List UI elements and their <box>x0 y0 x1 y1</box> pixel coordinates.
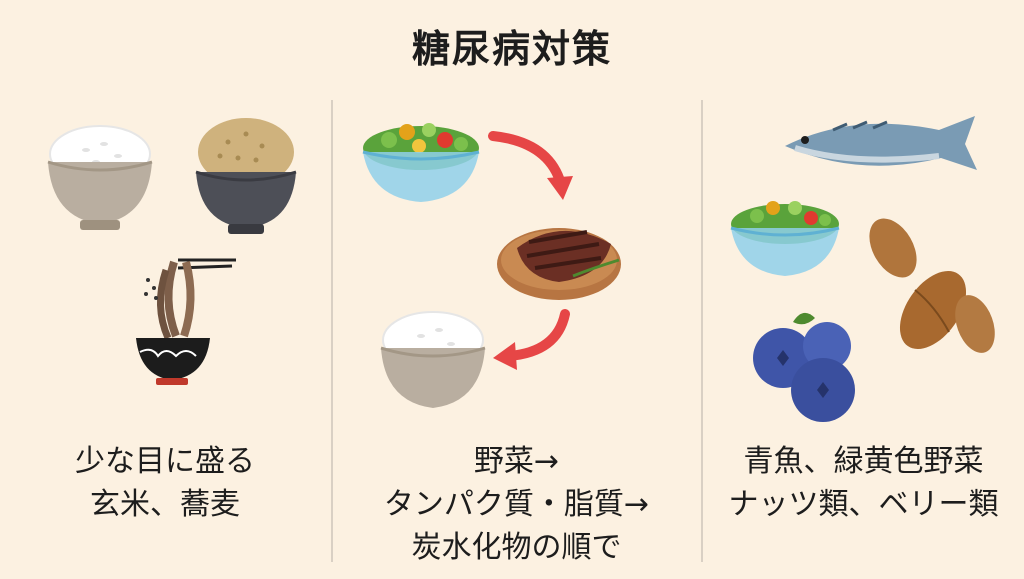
column-eating-order: 野菜→ タンパク質・脂質→ 炭水化物の順で <box>333 100 700 570</box>
white-rice-bowl-icon <box>47 125 153 230</box>
column-divider-2 <box>701 100 703 562</box>
column-3-illustrations <box>730 116 995 422</box>
column-divider-1 <box>331 100 333 562</box>
blueberry-icon <box>753 312 855 422</box>
column-3-caption: 青魚、緑黄色野菜 ナッツ類、ベリー類 <box>703 440 1024 526</box>
caption-line: タンパク質・脂質→ <box>383 487 650 522</box>
mackerel-fish-icon <box>785 116 977 170</box>
caption-line: 炭水化物の順で <box>411 530 622 565</box>
caption-line: 野菜→ <box>473 444 560 479</box>
column-1-illustrations <box>47 118 297 385</box>
salad-bowl-icon <box>362 123 480 202</box>
column-portion-control: 少な目に盛る 玄米、蕎麦 <box>0 100 330 570</box>
soba-noodle-bowl-icon <box>136 258 236 385</box>
rice-bowl-icon <box>380 311 486 408</box>
caption-line: 少な目に盛る <box>75 444 255 479</box>
caption-line: 玄米、蕎麦 <box>90 487 240 522</box>
page-title: 糖尿病対策 <box>411 27 612 71</box>
caption-line: 青魚、緑黄色野菜 <box>743 444 984 479</box>
column-2-caption: 野菜→ タンパク質・脂質→ 炭水化物の順で <box>333 440 700 569</box>
almond-nuts-icon <box>869 218 995 353</box>
caption-line: ナッツ類、ベリー類 <box>728 487 999 522</box>
steak-on-board-icon <box>497 228 621 300</box>
column-2-illustrations <box>362 123 621 408</box>
brown-rice-bowl-icon <box>195 118 297 234</box>
column-1-caption: 少な目に盛る 玄米、蕎麦 <box>0 440 330 526</box>
green-salad-bowl-icon <box>730 201 840 276</box>
arrow-to-protein-icon <box>488 131 566 189</box>
arrow-to-rice-icon <box>504 309 570 361</box>
column-recommended-foods: 青魚、緑黄色野菜 ナッツ類、ベリー類 <box>703 100 1024 570</box>
